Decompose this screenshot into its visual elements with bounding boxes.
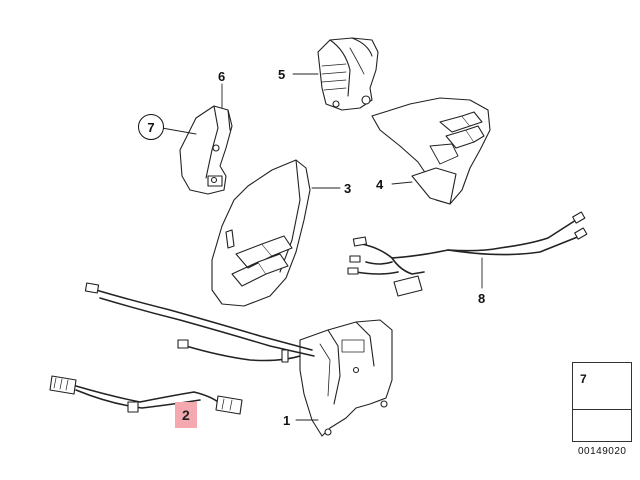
- part-label-7: 7: [138, 114, 164, 140]
- part-label-2-highlighted[interactable]: 2: [175, 402, 197, 428]
- part-label-4: 4: [376, 177, 384, 192]
- part-1-control-unit: [295, 319, 393, 437]
- part-4-right-switch: [371, 97, 491, 205]
- reference-box-label: 7: [580, 372, 587, 386]
- part-label-3: 3: [344, 181, 352, 196]
- part-8-wiring-harness: [347, 211, 588, 297]
- part-label-1: 1: [283, 413, 291, 428]
- part-5-switch-module: [292, 37, 379, 111]
- reference-box-divider: [573, 409, 631, 410]
- reference-box: 7: [572, 362, 632, 442]
- part-2-cable: [49, 375, 243, 415]
- part-3-left-switch: [211, 159, 341, 307]
- part-label-8: 8: [478, 291, 486, 306]
- part-label-6: 6: [218, 69, 226, 84]
- part-6-bracket: [161, 83, 233, 195]
- part-label-5: 5: [278, 67, 286, 82]
- diagram-id: 00149020: [578, 446, 627, 457]
- unit-wiring: [84, 282, 315, 363]
